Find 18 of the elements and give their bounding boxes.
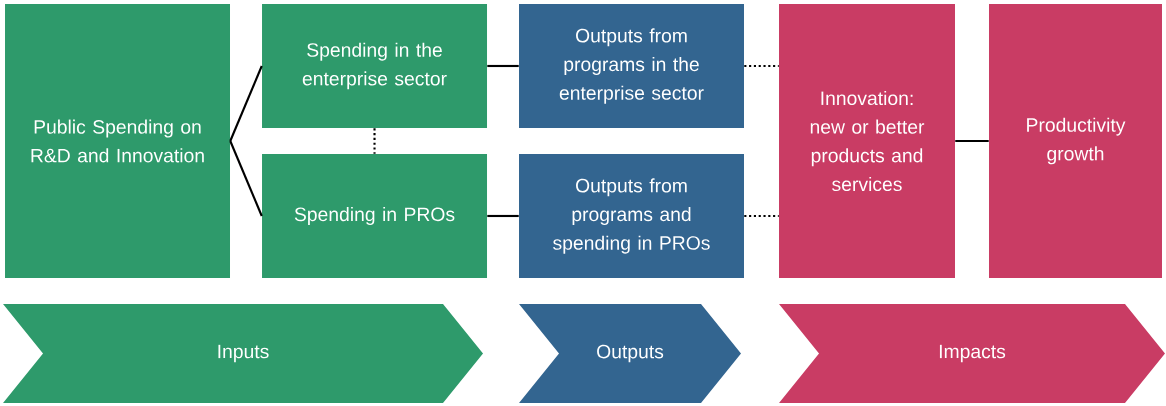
phase-banner: Impacts [779, 304, 1165, 403]
connector-line [373, 128, 376, 154]
text-box: Spending in PROs [262, 154, 487, 278]
phase-banner: Inputs [3, 304, 483, 403]
text-box: Outputs from programs in the enterprise sector [519, 4, 744, 128]
text-box: Public Spending on R&D and Innovation [5, 4, 230, 278]
text-box: Innovation: new or better products and services [779, 4, 955, 278]
text-box: Spending in the enterprise sector [262, 4, 487, 128]
connector-line [487, 214, 519, 218]
connector-line [744, 64, 779, 68]
connector-line [229, 140, 263, 217]
phase-banner: Outputs [519, 304, 741, 403]
connector-line [487, 64, 519, 68]
text-box: Outputs from programs and spending in PROs [519, 154, 744, 278]
connector-line [955, 139, 989, 143]
connector-line [229, 65, 263, 142]
text-box: Productivity growth [989, 4, 1162, 278]
connector-line [744, 214, 779, 218]
